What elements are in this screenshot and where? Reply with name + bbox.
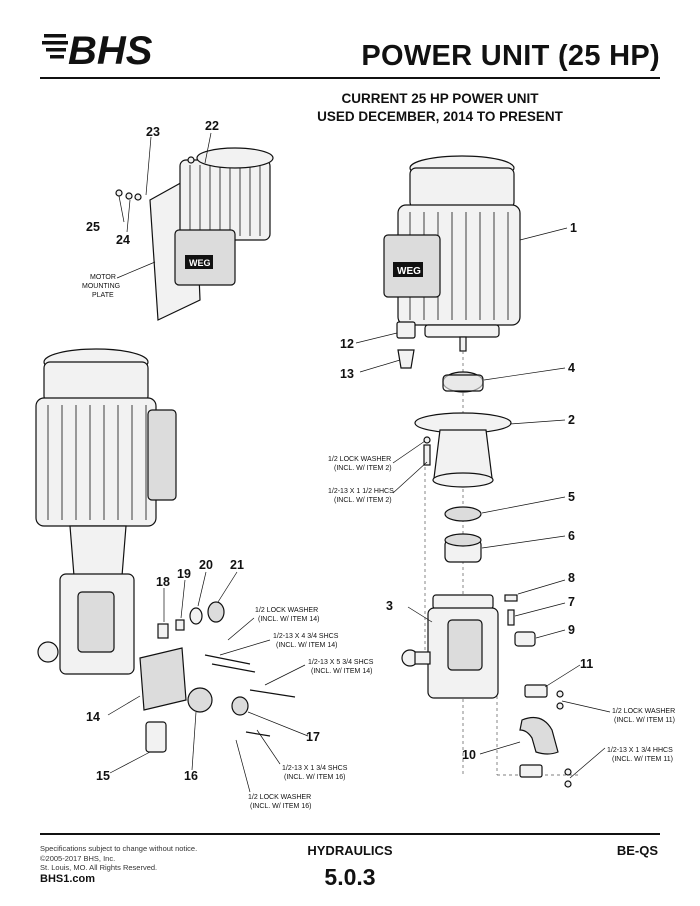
callout-23: 23 xyxy=(146,125,160,139)
note-shcs-1-item16-2: (INCL. W/ ITEM 16) xyxy=(284,774,345,781)
part-17-fitting xyxy=(231,696,249,716)
part-10-elbow xyxy=(519,717,559,755)
callout-8: 8 xyxy=(568,571,575,585)
callout-4: 4 xyxy=(568,361,575,375)
callout-1: 1 xyxy=(570,221,577,235)
callout-21: 21 xyxy=(230,558,244,572)
note-lock-washer-item11-1: 1/2 LOCK WASHER xyxy=(612,708,675,715)
note-lock-washer-item14-2: (INCL. W/ ITEM 14) xyxy=(258,616,319,623)
callout-10: 10 xyxy=(462,748,476,762)
note-hhcs-item2-1: 1/2-13 X 1 1/2 HHCS xyxy=(328,488,394,495)
note-motor-plate-3: PLATE xyxy=(92,292,114,299)
callout-13: 13 xyxy=(340,367,354,381)
callout-11: 11 xyxy=(580,657,593,671)
part-18-plug xyxy=(157,623,169,639)
callout-25: 25 xyxy=(86,220,100,234)
note-lock-washer-item2-1: 1/2 LOCK WASHER xyxy=(328,456,391,463)
callout-20: 20 xyxy=(199,558,213,572)
note-shcs-4-item14-2: (INCL. W/ ITEM 14) xyxy=(276,642,337,649)
note-shcs-5-item14-2: (INCL. W/ ITEM 14) xyxy=(311,668,372,675)
main-motor: WEG xyxy=(383,155,521,352)
assembled-power-unit xyxy=(35,348,177,675)
note-shcs-4-item14-1: 1/2-13 X 4 3/4 SHCS xyxy=(273,633,339,640)
part-20-ring xyxy=(189,607,203,625)
callout-3: 3 xyxy=(386,599,393,613)
header-rule xyxy=(40,77,660,79)
subtitle-line-2: USED DECEMBER, 2014 TO PRESENT xyxy=(317,109,563,124)
footer-section: HYDRAULICS xyxy=(307,843,393,858)
callout-17: 17 xyxy=(306,730,320,744)
logo-text: BHS xyxy=(68,29,153,72)
bhs-logo: BHS xyxy=(42,29,153,72)
footer-line-2: ©2005-2017 BHS, Inc. xyxy=(40,853,116,863)
callout-14: 14 xyxy=(86,710,100,724)
part-16-flange xyxy=(187,687,213,713)
part-15-filter xyxy=(145,721,167,753)
assembled-bell-housing xyxy=(69,525,127,577)
part-14-manifold xyxy=(139,647,187,711)
callout-18: 18 xyxy=(156,575,170,589)
callout-5: 5 xyxy=(568,490,575,504)
note-hhcs-item11-2: (INCL. W/ ITEM 11) xyxy=(612,756,673,763)
footer-website-link[interactable]: BHS1.com xyxy=(40,872,96,885)
part-5-spider xyxy=(444,506,482,522)
callout-15: 15 xyxy=(96,769,110,783)
note-hhcs-item2-2: (INCL. W/ ITEM 2) xyxy=(334,497,392,504)
note-motor-plate-2: MOUNTING xyxy=(82,283,120,290)
part-11-flange xyxy=(524,684,548,698)
motor-mounting-assembly: WEG xyxy=(115,147,274,321)
footer-legal: Specifications subject to change without… xyxy=(40,844,197,884)
note-lock-washer-item14-1: 1/2 LOCK WASHER xyxy=(255,607,318,614)
callout-24: 24 xyxy=(116,233,130,247)
page-title: POWER UNIT (25 HP) xyxy=(361,40,660,72)
top-left-fan-cover xyxy=(196,147,274,169)
note-lock-washer-item16-1: 1/2 LOCK WASHER xyxy=(248,794,311,801)
motor-brand-small: WEG xyxy=(189,258,211,268)
footer-line-1: Specifications subject to change without… xyxy=(40,844,198,853)
exploded-parts-diagram: WEG 23 22 25 24 MOTOR MOUNTING PLATE WEG xyxy=(35,119,675,810)
note-hhcs-item11-1: 1/2-13 X 1 3/4 HHCS xyxy=(607,747,673,754)
motor-brand-main: WEG xyxy=(397,266,421,277)
assembled-motor-body xyxy=(35,397,157,527)
footer-page-number: 5.0.3 xyxy=(324,864,376,890)
note-lock-washer-item16-2: (INCL. W/ ITEM 16) xyxy=(250,803,311,810)
note-shcs-1-item16-1: 1/2-13 X 1 3/4 SHCS xyxy=(282,765,348,772)
footer-rule xyxy=(40,833,660,835)
note-lock-washer-item2-2: (INCL. W/ ITEM 2) xyxy=(334,465,392,472)
part-19-fitting xyxy=(175,619,185,631)
footer-line-3: St. Louis, MO. All Rights Reserved. xyxy=(40,863,158,872)
part-12-fitting xyxy=(396,321,416,339)
note-lock-washer-item11-2: (INCL. W/ ITEM 11) xyxy=(614,717,675,724)
callout-7: 7 xyxy=(568,595,575,609)
subtitle-line-1: CURRENT 25 HP POWER UNIT xyxy=(341,91,539,106)
part-9-fitting xyxy=(514,631,536,647)
footer-doc-code: BE-QS xyxy=(616,843,658,858)
part-13-fitting xyxy=(397,349,415,369)
callout-12: 12 xyxy=(340,337,354,351)
callout-2: 2 xyxy=(568,413,575,427)
top-left-motor-body xyxy=(179,159,271,241)
callout-19: 19 xyxy=(177,567,191,581)
part-21-cap xyxy=(207,601,225,623)
callout-6: 6 xyxy=(568,529,575,543)
note-motor-plate-1: MOTOR xyxy=(90,274,116,281)
part-2-bell-housing xyxy=(433,429,493,479)
callout-9: 9 xyxy=(568,623,575,637)
callout-22: 22 xyxy=(205,119,219,133)
callout-16: 16 xyxy=(184,769,198,783)
footer-section-block: HYDRAULICS 5.0.3 xyxy=(260,843,440,891)
note-shcs-5-item14-1: 1/2-13 X 5 3/4 SHCS xyxy=(308,659,374,666)
